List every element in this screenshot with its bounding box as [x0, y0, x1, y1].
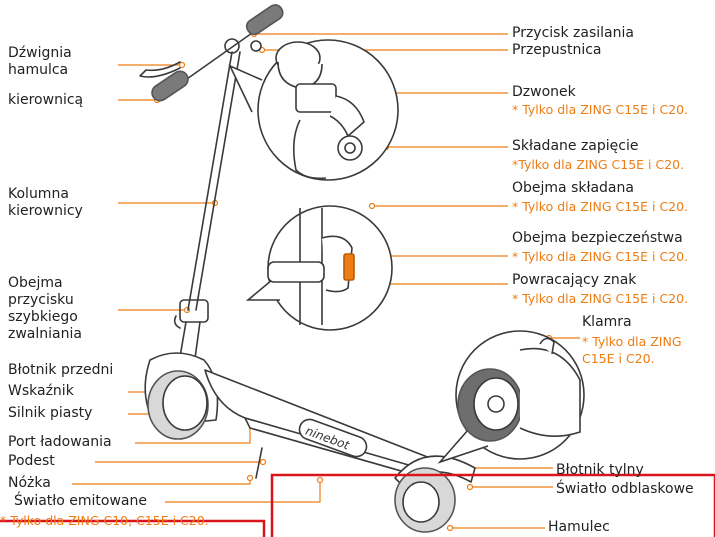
folding-buckle-note: *Tylko dla ZING C15E i C20. — [512, 157, 685, 172]
safety-clamp-label: Obejma bezpieczeństwa — [512, 230, 683, 246]
scooter-body: ninebot — [139, 4, 476, 533]
handlebar-label: kierownicą — [8, 92, 84, 108]
kickstand-label: Nóżka — [8, 475, 51, 491]
folding-clamp-note: * Tylko dla ZING C15E i C20. — [512, 199, 689, 214]
throttle-label: Przepustnica — [512, 42, 602, 58]
callout-folding — [245, 205, 393, 331]
callout-bell — [228, 39, 399, 181]
hub-motor-label: Silnik piasty — [8, 405, 93, 421]
brake-lever-label: Dźwignia hamulca — [8, 45, 72, 78]
ambient-light-label: Światło emitowane — [14, 493, 147, 509]
safety-clamp-note: * Tylko dla ZING C15E i C20. — [512, 249, 689, 264]
return-sign-label: Powracający znak — [512, 272, 637, 288]
charging-port-label: Port ładowania — [8, 434, 112, 450]
power-button-label: Przycisk zasilania — [512, 25, 634, 41]
clasp-label: Klamra — [582, 314, 632, 330]
stem-label: Kolumna kierownicy — [8, 186, 83, 219]
bell-label: Dzwonek — [512, 84, 576, 100]
return-sign-note: * Tylko dla ZING C15E i C20. — [512, 291, 689, 306]
highlight-frame — [0, 473, 715, 537]
callout-clasp — [437, 330, 585, 464]
right-grip — [245, 4, 284, 36]
folding-buckle-label: Składane zapięcie — [512, 138, 639, 154]
left-grip — [151, 70, 189, 102]
deck-label: Podest — [8, 453, 55, 469]
bell-note: * Tylko dla ZING C15E i C20. — [512, 102, 689, 117]
front-fender-label: Błotnik przedni — [8, 362, 114, 378]
ambient-light-note: * Tylko dla ZING C10, C15E i C20. — [0, 513, 209, 528]
rear-fender-label: Błotnik tylny — [556, 462, 644, 478]
clasp-note: * Tylko dla ZING C15E i C20. — [582, 334, 682, 366]
reflector-label: Światło odblaskowe — [556, 481, 694, 497]
folding-clamp-label: Obejma składana — [512, 180, 634, 196]
quick-release-label: Obejma przycisku szybkiego zwalniania — [8, 275, 82, 342]
brake-label: Hamulec — [548, 519, 610, 535]
indicator-label: Wskaźnik — [8, 383, 74, 399]
